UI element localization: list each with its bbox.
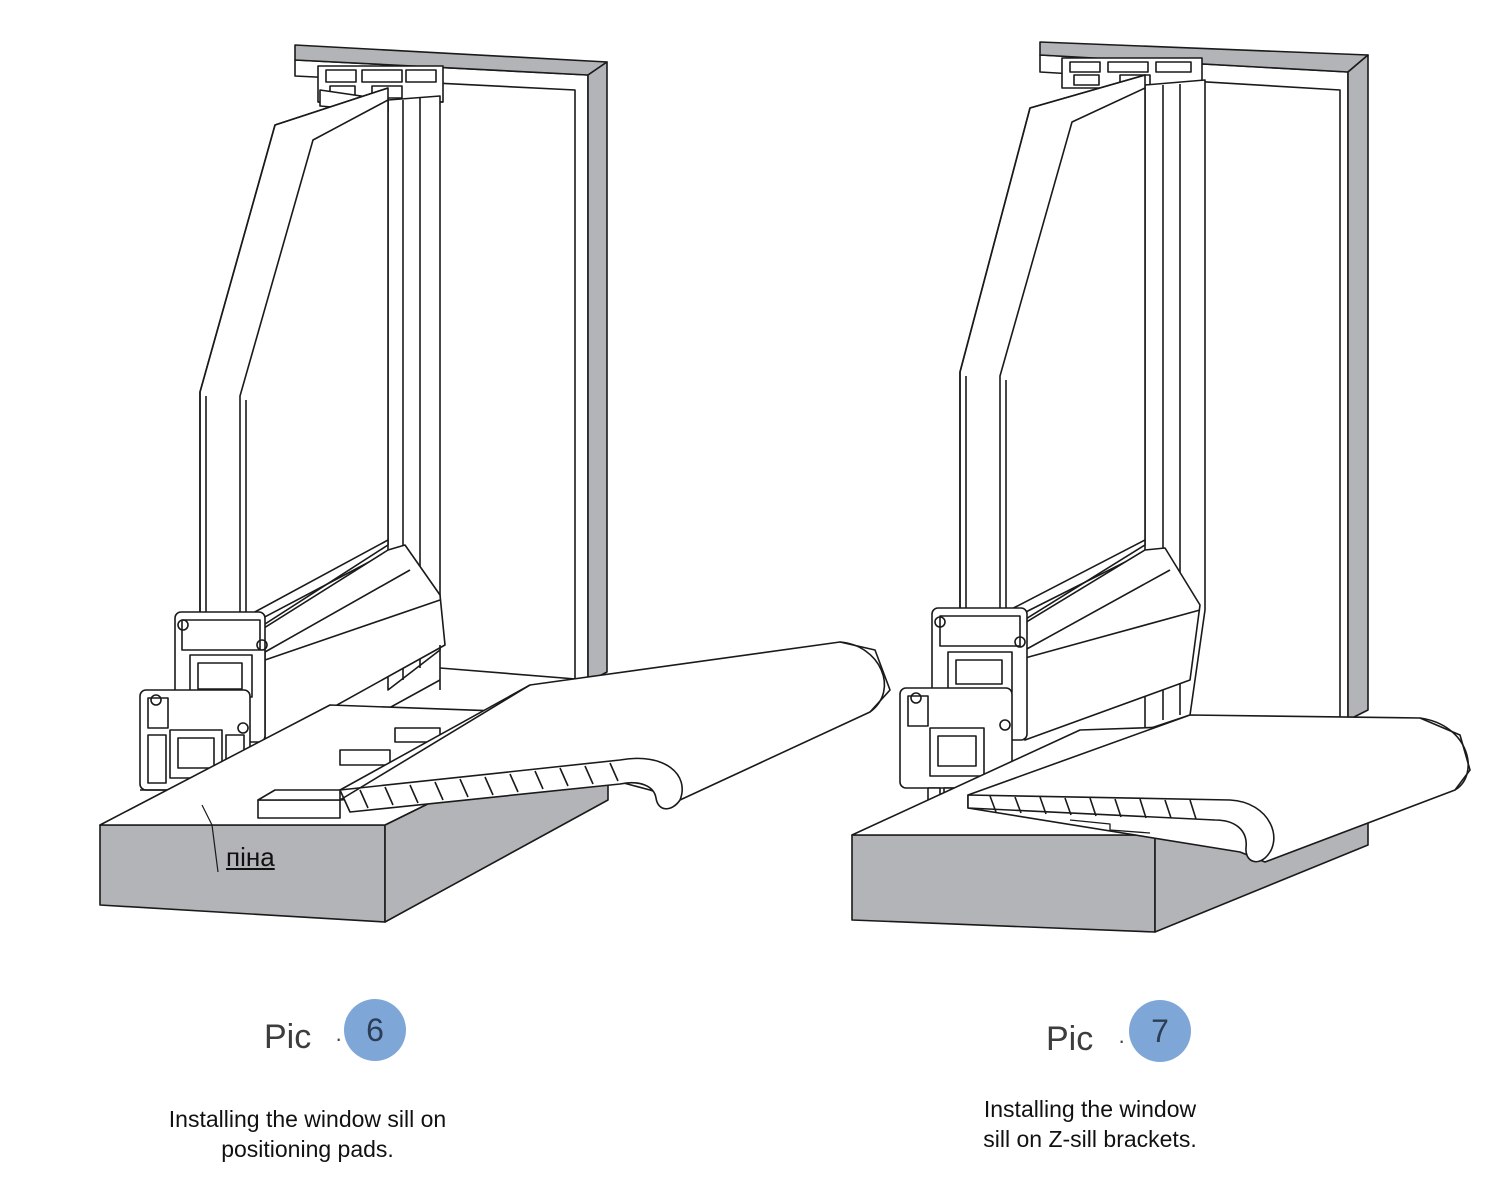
pic-7-caption: Installing the window sill on Z-sill bra… [950, 1094, 1230, 1154]
pic-6-number-badge: 6 [344, 999, 406, 1061]
window-sill-board [967, 714, 1471, 863]
window-sash [959, 74, 1146, 636]
pic-6-caption-line-2: positioning pads. [221, 1136, 394, 1162]
window-sash [199, 87, 389, 641]
wall-jamb [1039, 41, 1369, 721]
pic-6-caption: Installing the window sill on positionin… [140, 1104, 475, 1164]
foam-callout-label: піна [226, 842, 275, 872]
wall-jamb [294, 44, 608, 683]
foam-callout-leader [201, 804, 219, 873]
figure-7-drawing [851, 41, 1471, 933]
pic-7-separator-dot: · [1118, 1028, 1126, 1053]
sash-bottom-rail [1004, 547, 1201, 741]
figure-6-drawing [99, 44, 891, 923]
pic-7-caption-line-1: Installing the window [983, 1096, 1197, 1122]
pic-6-separator-dot: · [335, 1026, 343, 1051]
pic-6-caption-line-1: Installing the window sill on [168, 1106, 447, 1132]
positioning-pads [257, 727, 441, 819]
pic-6-word: Pic [264, 1018, 312, 1056]
pic-7-word: Pic [1046, 1020, 1094, 1058]
window-sill-board [339, 641, 891, 813]
pic-7-number-badge: 7 [1129, 1000, 1191, 1062]
pic-7-caption-line-2: sill on Z-sill brackets. [983, 1126, 1197, 1152]
